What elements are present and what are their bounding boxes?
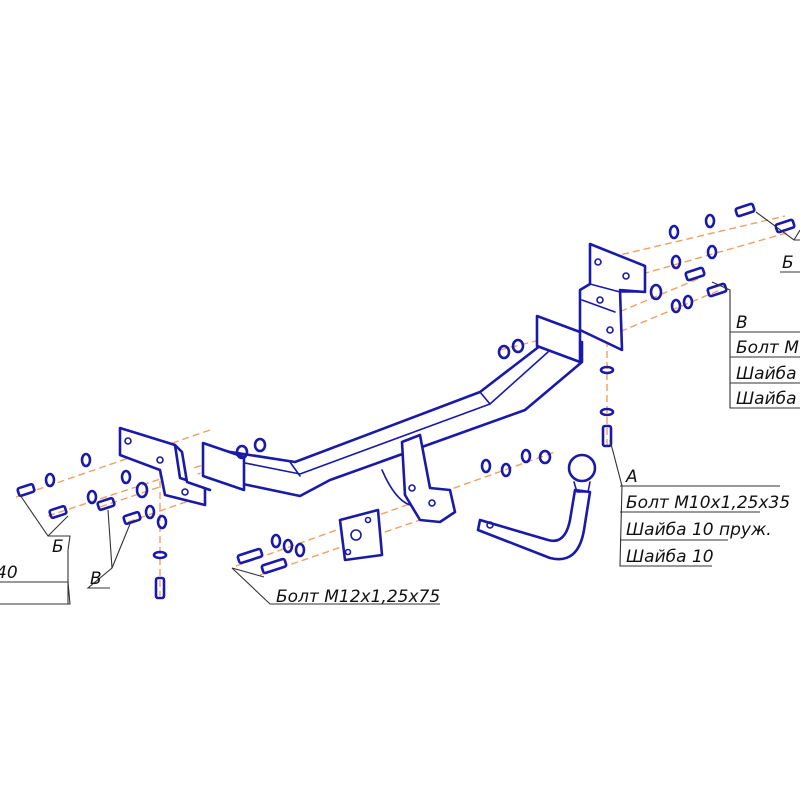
tow-ball-arm [476,453,597,561]
washers-and-nuts [44,213,718,560]
callout-center-washer: Шайба 10 [626,547,714,567]
callout-right-v: В [736,313,748,333]
leader-lines [0,211,800,605]
callout-right-v-bolt: Болт M [736,338,799,358]
callout-right-b: Б [782,253,794,273]
callout-bottom-bolt: Болт M12x1,25x75 [276,587,440,607]
central-hitch-bracket [381,433,457,524]
right-mounting-bracket [578,242,647,352]
callout-labels: Б В 40 Б В Болт M Шайба Шайба A Болт M10… [0,253,799,607]
left-mounting-bracket [118,426,212,507]
callout-right-v-washer-1: Шайба [736,364,797,384]
callout-right-v-washer-2: Шайба [736,389,797,409]
callout-center-washer-spring: Шайба 10 пруж. [626,520,772,540]
callout-left-b: Б [52,537,64,557]
callout-center-a: A [625,467,638,487]
socket-plate [338,508,384,562]
bolts [16,202,796,600]
callout-left-cut-label: 40 [0,563,18,583]
callout-center-bolt: Болт M10x1,25x35 [626,493,790,513]
main-cross-beam [201,314,584,498]
callout-left-v: В [90,569,102,589]
